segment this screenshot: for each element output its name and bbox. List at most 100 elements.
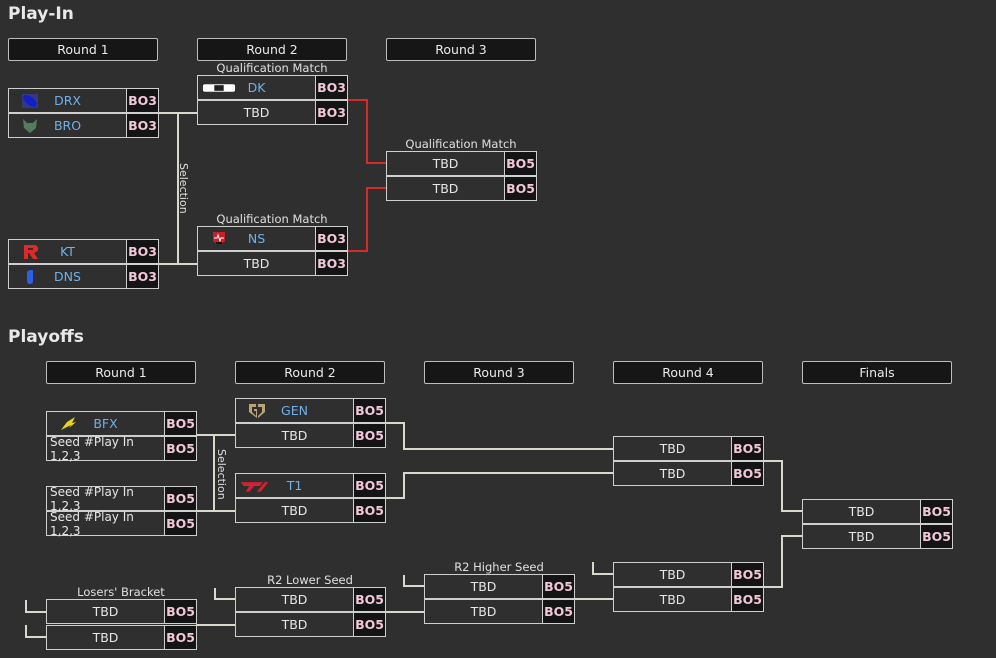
match-format: BO5 <box>732 437 763 460</box>
match-format: BO5 <box>354 424 385 447</box>
match-format: BO5 <box>505 152 536 175</box>
match-format: BO3 <box>127 265 158 288</box>
playoffs-r4-upper-slot-tbd[interactable]: TBD BO5 <box>613 436 764 461</box>
playin-r1-slot-kt[interactable]: KT BO3 <box>8 239 159 264</box>
team-name: TBD <box>198 252 316 275</box>
playoffs-r1-slot-seed[interactable]: Seed #Play In 1,2,3 BO5 <box>46 510 197 538</box>
playin-r1-slot-drx[interactable]: DRX BO3 <box>8 88 159 113</box>
team-name: DK <box>247 80 266 95</box>
team-name: TBD <box>236 424 354 447</box>
playoffs-r1-slot-seed[interactable]: Seed #Play In 1,2,3 BO5 <box>46 435 197 463</box>
connector-line <box>592 562 613 575</box>
playin-round-1-header: Round 1 <box>8 38 158 61</box>
connector-line <box>403 575 424 587</box>
highlight-connector <box>347 187 387 252</box>
playoffs-round-2-header: Round 2 <box>235 361 385 384</box>
t1-logo-icon <box>240 482 269 492</box>
playin-round-3-header: Round 3 <box>386 38 536 61</box>
match-format: BO5 <box>732 563 763 586</box>
playoffs-r2-slot-gen[interactable]: GEN BO5 <box>235 398 386 423</box>
match-format: BO5 <box>354 399 385 422</box>
playin-selection-label: Selection <box>177 163 190 214</box>
playin-r2-slot-ns[interactable]: NS BO3 <box>197 226 348 251</box>
finals-slot-tbd[interactable]: TBD BO5 <box>802 499 953 524</box>
match-format: BO5 <box>165 512 196 535</box>
team-name: Seed #Play In 1,2,3 <box>47 435 165 463</box>
playoffs-r2-slot-t1[interactable]: T1 BO5 <box>235 473 386 498</box>
team-name: TBD <box>387 152 505 175</box>
connector-line <box>385 472 613 499</box>
team-name: TBD <box>425 575 543 598</box>
team-name: BRO <box>53 118 82 133</box>
r2-lower-seed-slot-tbd[interactable]: TBD BO5 <box>235 587 386 612</box>
match-format: BO3 <box>127 240 158 263</box>
match-format: BO3 <box>316 252 347 275</box>
playoffs-r4-upper-slot-tbd[interactable]: TBD BO5 <box>613 461 764 486</box>
team-name: TBD <box>614 563 732 586</box>
match-format: BO3 <box>316 227 347 250</box>
team-name: TBD <box>614 588 732 611</box>
playin-r1-slot-bro[interactable]: BRO BO3 <box>8 113 159 138</box>
team-name: TBD <box>236 499 354 522</box>
r2-higher-seed-slot-tbd[interactable]: TBD BO5 <box>424 574 575 599</box>
team-name: TBD <box>198 101 316 124</box>
team-name: TBD <box>236 613 354 636</box>
finals-slot-tbd[interactable]: TBD BO5 <box>802 524 953 549</box>
r2-lower-seed-label: R2 Lower Seed <box>267 573 353 587</box>
match-format: BO5 <box>543 600 574 623</box>
playin-r2-slot-tbd[interactable]: TBD BO3 <box>197 100 348 125</box>
team-name: KT <box>60 244 75 259</box>
connector-line <box>385 422 613 450</box>
match-format: BO5 <box>921 500 952 523</box>
team-name: DNS <box>54 269 81 284</box>
playin-r2-slot-tbd[interactable]: TBD BO3 <box>197 251 348 276</box>
match-format: BO5 <box>505 177 536 200</box>
connector-line <box>214 588 235 600</box>
team-name: GEN <box>281 403 308 418</box>
team-name: Seed #Play In 1,2,3 <box>47 510 165 538</box>
drx-logo-icon <box>22 94 38 108</box>
r2-lower-seed-slot-tbd[interactable]: TBD BO5 <box>235 612 386 637</box>
playin-r2-match1-label: Qualification Match <box>216 61 328 75</box>
connector-line <box>25 625 46 638</box>
losers-bracket-slot-tbd[interactable]: TBD BO5 <box>46 625 197 650</box>
playin-r2-slot-dk[interactable]: DK BO3 <box>197 75 348 100</box>
playoffs-r2-slot-tbd[interactable]: TBD BO5 <box>235 498 386 523</box>
match-format: BO5 <box>543 575 574 598</box>
playoffs-title: Playoffs <box>8 327 84 347</box>
playoffs-r4-lower-slot-tbd[interactable]: TBD BO5 <box>613 587 764 612</box>
match-format: BO5 <box>921 525 952 548</box>
match-format: BO3 <box>316 101 347 124</box>
losers-bracket-slot-tbd[interactable]: TBD BO5 <box>46 599 197 624</box>
team-name: T1 <box>286 478 303 493</box>
playoffs-r4-lower-slot-tbd[interactable]: TBD BO5 <box>613 562 764 587</box>
bro-logo-icon <box>23 119 37 133</box>
r2-higher-seed-slot-tbd[interactable]: TBD BO5 <box>424 599 575 624</box>
losers-bracket-label: Losers' Bracket <box>77 585 165 599</box>
playoffs-r2-slot-tbd[interactable]: TBD BO5 <box>235 423 386 448</box>
team-name: Seed #Play In 1,2,3 <box>47 485 165 513</box>
match-format: BO5 <box>165 626 196 649</box>
playoffs-r1-slot-bfx[interactable]: BFX BO5 <box>46 411 197 436</box>
match-format: BO5 <box>354 588 385 611</box>
connector-line <box>763 535 802 588</box>
playoffs-round-3-header: Round 3 <box>424 361 574 384</box>
playin-r3-slot-tbd[interactable]: TBD BO5 <box>386 151 537 176</box>
team-name: TBD <box>803 500 921 523</box>
kt-logo-icon <box>24 245 38 259</box>
ns-logo-icon <box>213 232 225 244</box>
dk-logo-icon <box>202 84 236 92</box>
match-format: BO5 <box>165 487 196 510</box>
playoffs-selection-label: Selection <box>215 449 228 500</box>
match-format: BO5 <box>732 462 763 485</box>
team-name: TBD <box>236 588 354 611</box>
match-format: BO5 <box>354 613 385 636</box>
playin-r3-slot-tbd[interactable]: TBD BO5 <box>386 176 537 201</box>
playoffs-r1-slot-seed[interactable]: Seed #Play In 1,2,3 BO5 <box>46 485 197 513</box>
match-format: BO5 <box>165 437 196 460</box>
playin-r1-slot-dns[interactable]: DNS BO3 <box>8 264 159 289</box>
team-name: TBD <box>47 626 165 649</box>
match-format: BO5 <box>165 412 196 435</box>
match-format: BO3 <box>127 89 158 112</box>
playin-title: Play-In <box>8 4 74 24</box>
